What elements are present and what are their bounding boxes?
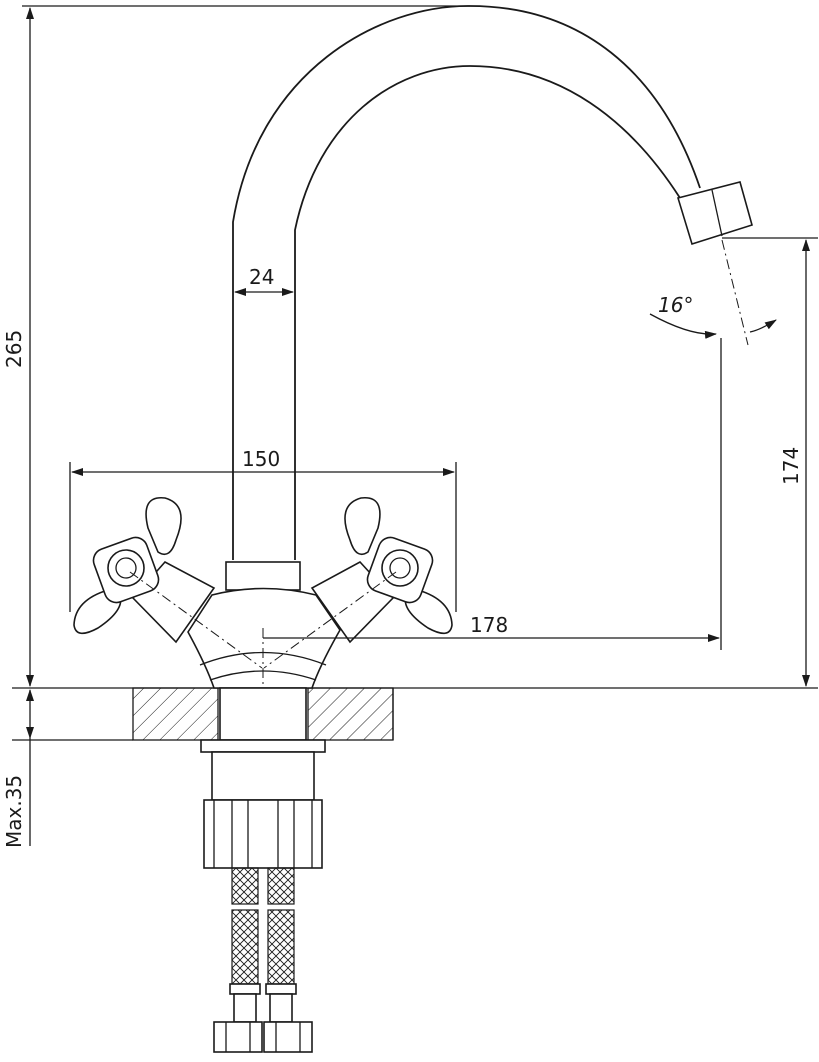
dimension-handle-span: 150 (69, 447, 457, 612)
countertop (12, 687, 818, 741)
hose-nut-right (263, 1021, 313, 1053)
right-handle (344, 497, 453, 635)
mounting-nut (203, 799, 323, 869)
aerator (676, 181, 753, 246)
flex-hoses (213, 867, 313, 1053)
total-height-label: 265 (2, 330, 26, 368)
pipe-diameter-label: 24 (249, 265, 274, 289)
spout (232, 5, 753, 560)
dimension-pipe-diameter: 24 (234, 265, 294, 296)
dimension-spout-height: 174 (722, 237, 818, 687)
spout-height-label: 174 (779, 447, 803, 485)
spout-reach-label: 178 (470, 613, 508, 637)
dimension-total-height: 265 (2, 5, 470, 687)
mounting-shank (200, 687, 326, 869)
hose-nut-left (213, 1021, 263, 1053)
max-thickness-label: Max.35 (2, 775, 26, 848)
spout-angle-label: 16° (658, 293, 693, 317)
dimension-spout-reach: 178 (263, 338, 722, 650)
spout-collar (225, 561, 301, 591)
handle-span-label: 150 (242, 447, 280, 471)
dimension-spout-angle: 16° (649, 239, 777, 346)
dimension-max-thickness: Max.35 (2, 689, 34, 848)
left-handle (73, 497, 182, 635)
